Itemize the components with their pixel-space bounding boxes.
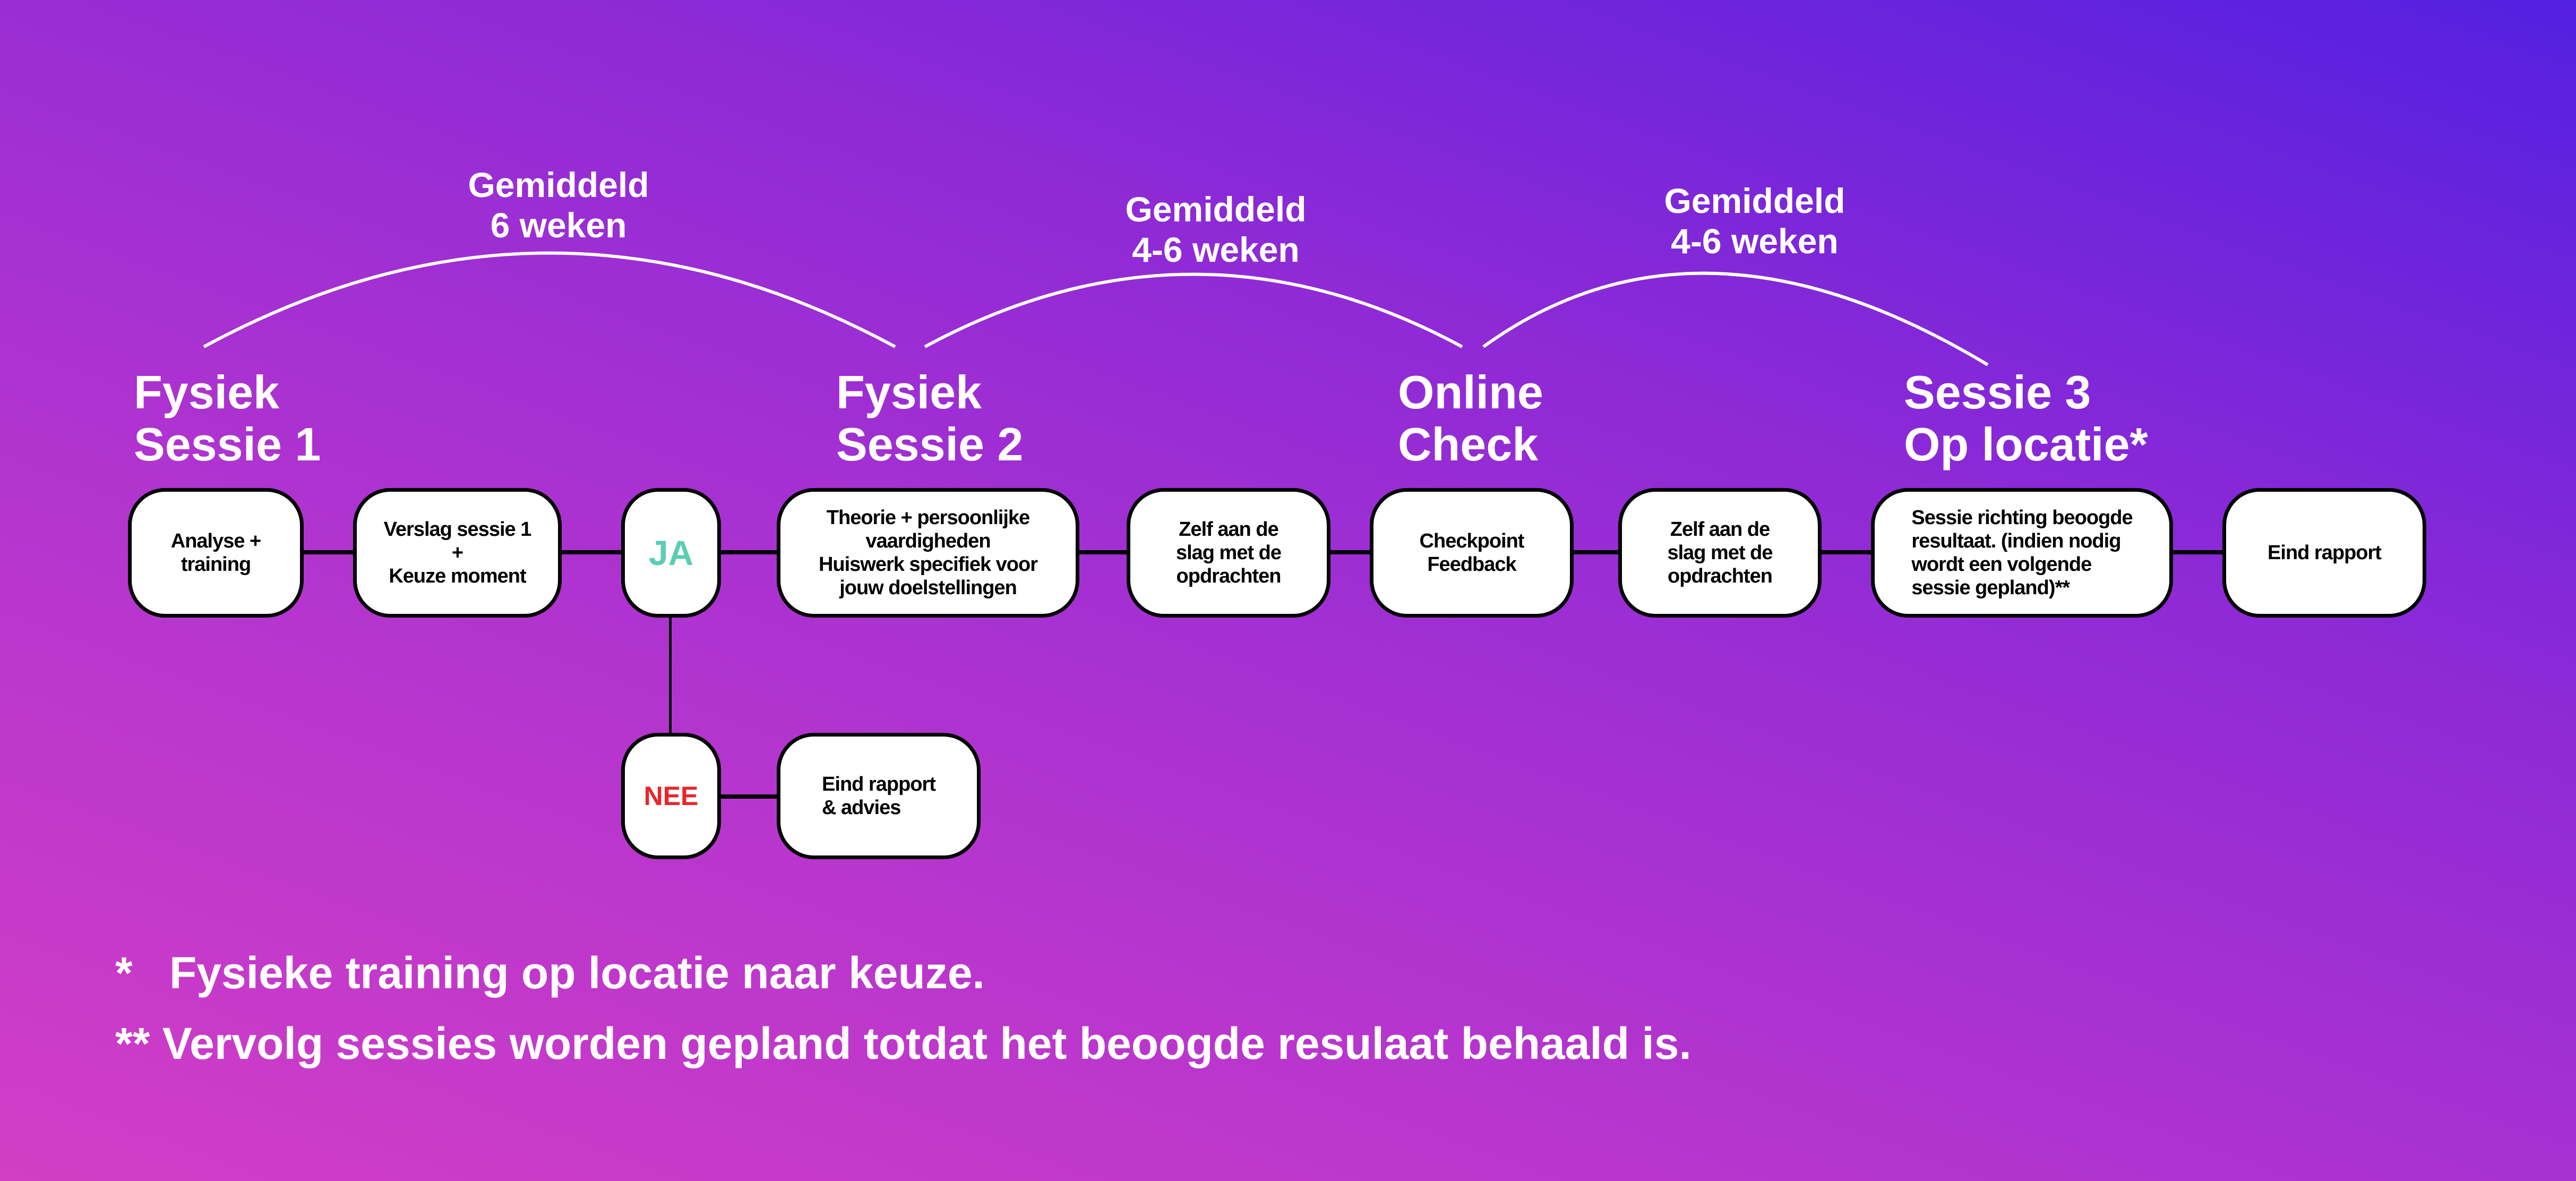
step-text: & advies bbox=[822, 797, 901, 819]
span-label-2: Gemiddeld 4-6 weken bbox=[1125, 189, 1306, 270]
heading-line: Fysiek bbox=[134, 366, 279, 418]
heading-line: Check bbox=[1398, 418, 1539, 470]
arc-session2-check bbox=[924, 272, 1463, 348]
heading-fysiek-sessie-1: Fysiek Sessie 1 bbox=[134, 366, 321, 470]
footnote-text: Fysieke training op locatie naar keuze. bbox=[169, 948, 985, 998]
step-text: Eind rapport bbox=[822, 773, 936, 795]
step-text: Verslag sessie 1 bbox=[383, 518, 532, 541]
step-text: resultaat. (indien nodig bbox=[1911, 530, 2121, 552]
heading-line: Op locatie* bbox=[1904, 418, 2148, 470]
span-label-line: 4-6 weken bbox=[1671, 221, 1839, 261]
decision-nee: NEE bbox=[621, 733, 721, 859]
step-text: jouw doelstellingen bbox=[839, 577, 1017, 599]
nee-label: NEE bbox=[643, 781, 699, 811]
step-text: Analyse + bbox=[170, 530, 261, 552]
step-text: opdrachten bbox=[1176, 565, 1282, 587]
heading-line: Fysiek bbox=[836, 366, 982, 418]
step-text: slag met de bbox=[1175, 542, 1282, 564]
heading-fysiek-sessie-2: Fysiek Sessie 2 bbox=[836, 366, 1023, 470]
step-text: Zelf aan de bbox=[1670, 518, 1771, 541]
heading-line: Sessie 2 bbox=[836, 418, 1024, 470]
span-label-line: Gemiddeld bbox=[468, 165, 649, 204]
span-label-3: Gemiddeld 4-6 weken bbox=[1664, 181, 1845, 261]
heading-line: Online bbox=[1398, 366, 1543, 418]
step-text: Sessie richting beoogde bbox=[1911, 507, 2133, 529]
step-verslag-keuze: Verslag sessie 1+Keuze moment bbox=[353, 488, 562, 618]
connector-nee-eind bbox=[717, 794, 780, 799]
heading-line: Sessie 1 bbox=[134, 418, 321, 470]
step-text: Keuze moment bbox=[389, 565, 526, 587]
step-text: Theorie + persoonlijke bbox=[826, 507, 1030, 529]
step-text: Checkpoint bbox=[1419, 530, 1525, 552]
span-label-line: 6 weken bbox=[490, 206, 627, 245]
footnote-2: ** Vervolg sessies worden gepland totdat… bbox=[115, 1018, 1691, 1069]
heading-sessie-3: Sessie 3 Op locatie* bbox=[1904, 366, 2148, 470]
footnote-mark: ** bbox=[115, 1019, 150, 1068]
step-text: slag met de bbox=[1667, 542, 1773, 564]
footnote-1: * Fysieke training op locatie naar keuze. bbox=[115, 947, 985, 998]
decision-ja: JA bbox=[621, 488, 721, 618]
step-analyse-training: Analyse +training bbox=[128, 488, 304, 618]
heading-online-check: Online Check bbox=[1398, 366, 1543, 470]
heading-line: Sessie 3 bbox=[1904, 366, 2091, 418]
step-text: wordt een volgende bbox=[1911, 553, 2092, 576]
span-label-line: 4-6 weken bbox=[1132, 230, 1300, 269]
step-text: vaardigheden bbox=[865, 530, 991, 552]
step-eind-rapport: Eind rapport bbox=[2222, 488, 2426, 618]
span-label-line: Gemiddeld bbox=[1125, 190, 1307, 229]
step-text: Feedback bbox=[1427, 553, 1516, 576]
step-text: opdrachten bbox=[1668, 565, 1773, 587]
step-text: sessie gepland)** bbox=[1911, 577, 2070, 599]
span-label-1: Gemiddeld 6 weken bbox=[468, 165, 649, 245]
step-text: + bbox=[451, 542, 463, 564]
step-text: Zelf aan de bbox=[1179, 518, 1279, 541]
connector-ja-nee bbox=[669, 616, 672, 735]
footnote-text: Vervolg sessies worden gepland totdat he… bbox=[162, 1019, 1691, 1068]
footnote-mark: * bbox=[115, 948, 133, 998]
arc-session1-2 bbox=[203, 251, 896, 348]
step-text: training bbox=[181, 553, 251, 576]
step-eind-rapport-advies: Eind rapport& advies bbox=[777, 733, 981, 859]
ja-label: JA bbox=[648, 533, 694, 572]
step-text: Eind rapport bbox=[2268, 542, 2382, 564]
step-text: Huiswerk specifiek voor bbox=[818, 553, 1038, 576]
arc-check-session3 bbox=[1482, 271, 1989, 366]
span-label-line: Gemiddeld bbox=[1664, 181, 1845, 220]
